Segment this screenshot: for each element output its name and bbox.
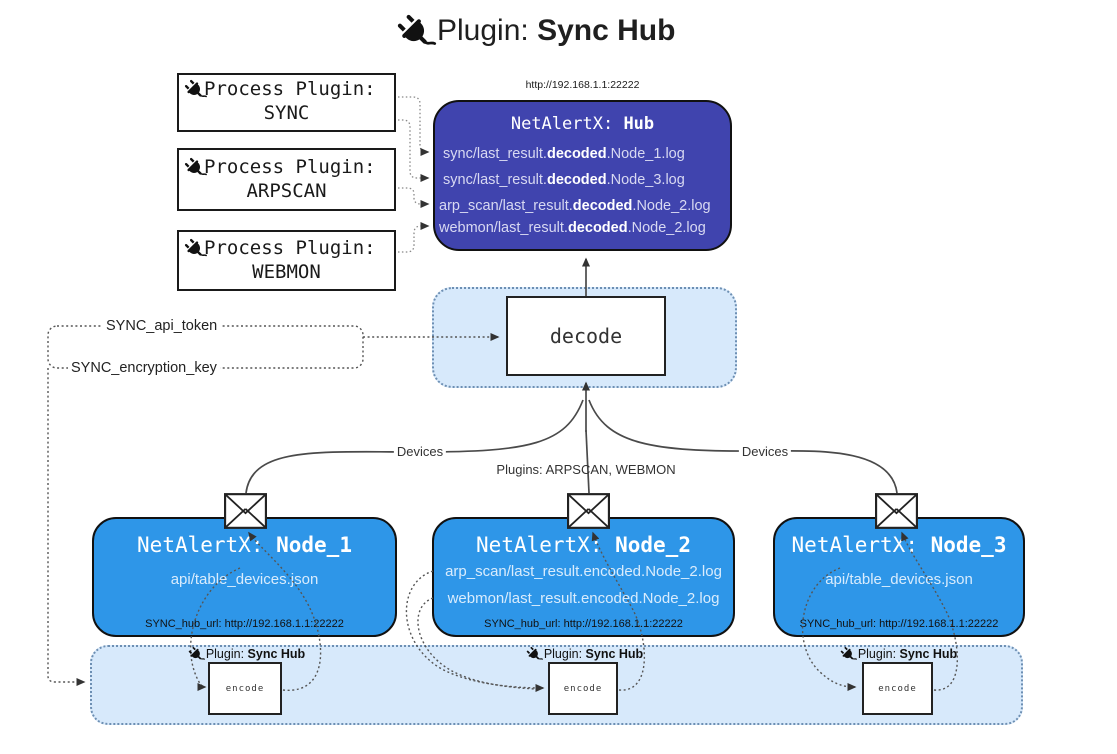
node-file: arp_scan/last_result.encoded.Node_2.log bbox=[445, 563, 722, 580]
hub-log-line: sync/last_result.decoded.Node_3.log bbox=[443, 172, 685, 188]
hub-log-line: arp_scan/last_result.decoded.Node_2.log bbox=[439, 198, 711, 214]
hub-log-line: webmon/last_result.decoded.Node_2.log bbox=[439, 220, 706, 236]
edge-label-devices-left: Devices bbox=[393, 444, 447, 459]
envelope-icon bbox=[223, 493, 267, 529]
plug-icon bbox=[186, 644, 207, 666]
node-hub-url: SYNC_hub_url: http://192.168.1.1:22222 bbox=[484, 618, 683, 630]
hub-box: NetAlertX: Hub sync/last_result.decoded.… bbox=[433, 100, 732, 251]
edge-label-plugins: Plugins: ARPSCAN, WEBMON bbox=[496, 462, 676, 477]
plug-icon bbox=[838, 644, 859, 666]
plug-icon bbox=[181, 235, 210, 264]
node-file: api/table_devices.json bbox=[825, 571, 973, 588]
envelope-icon bbox=[567, 493, 610, 529]
node-title: NetAlertX: Node_1 bbox=[137, 533, 352, 557]
decode-box: decode bbox=[506, 296, 666, 376]
encoder-plugin-label: Plugin: Sync Hub bbox=[524, 644, 643, 666]
process-plugin-label: Process Plugin: bbox=[204, 156, 376, 178]
process-plugin-name: ARPSCAN bbox=[246, 180, 327, 202]
title-bold: Sync Hub bbox=[537, 14, 676, 47]
sync-api-token-label: SYNC_api_token bbox=[103, 318, 221, 334]
title-prefix: Plugin: bbox=[437, 14, 538, 47]
process-plugin-name: WEBMON bbox=[252, 261, 321, 283]
process-plugin-box-webmon: Process Plugin: WEBMON bbox=[177, 230, 396, 291]
node-file: webmon/last_result.encoded.Node_2.log bbox=[447, 590, 720, 607]
node-hub-url: SYNC_hub_url: http://192.168.1.1:22222 bbox=[145, 618, 344, 630]
sync-encryption-key-label: SYNC_encryption_key bbox=[68, 360, 220, 376]
process-plugin-label: Process Plugin: bbox=[204, 237, 376, 259]
process-plugin-box-sync: Process Plugin: SYNC bbox=[177, 73, 396, 132]
node-box-3: NetAlertX: Node_3 api/table_devices.json… bbox=[773, 517, 1025, 637]
hub-log-line: sync/last_result.decoded.Node_1.log bbox=[443, 146, 685, 162]
hub-title: NetAlertX: Hub bbox=[510, 114, 655, 134]
process-plugin-name: SYNC bbox=[263, 102, 310, 124]
encode-box-3: encode bbox=[862, 662, 933, 715]
plug-icon bbox=[181, 76, 210, 105]
encoder-plugin-label: Plugin: Sync Hub bbox=[186, 644, 305, 666]
encoder-plugin-label: Plugin: Sync Hub bbox=[838, 644, 957, 666]
page-title: Plugin: Sync Hub bbox=[392, 9, 676, 58]
node-title: NetAlertX: Node_3 bbox=[791, 533, 1007, 557]
plug-icon bbox=[524, 644, 545, 666]
node-title: NetAlertX: Node_2 bbox=[476, 533, 691, 557]
encode-box-1: encode bbox=[208, 662, 282, 715]
plug-icon bbox=[392, 9, 441, 58]
encode-box-2: encode bbox=[548, 662, 618, 715]
node-file: api/table_devices.json bbox=[170, 571, 319, 588]
edge-label-devices-right: Devices bbox=[738, 444, 792, 459]
hub-url: http://192.168.1.1:22222 bbox=[525, 79, 640, 91]
node-box-2: NetAlertX: Node_2 arp_scan/last_result.e… bbox=[432, 517, 735, 637]
plug-icon bbox=[181, 154, 210, 183]
envelope-icon bbox=[875, 493, 918, 529]
node-box-1: NetAlertX: Node_1 api/table_devices.json… bbox=[92, 517, 397, 637]
node-hub-url: SYNC_hub_url: http://192.168.1.1:22222 bbox=[799, 618, 999, 630]
process-plugin-box-arpscan: Process Plugin: ARPSCAN bbox=[177, 148, 396, 211]
process-plugin-label: Process Plugin: bbox=[204, 78, 376, 100]
